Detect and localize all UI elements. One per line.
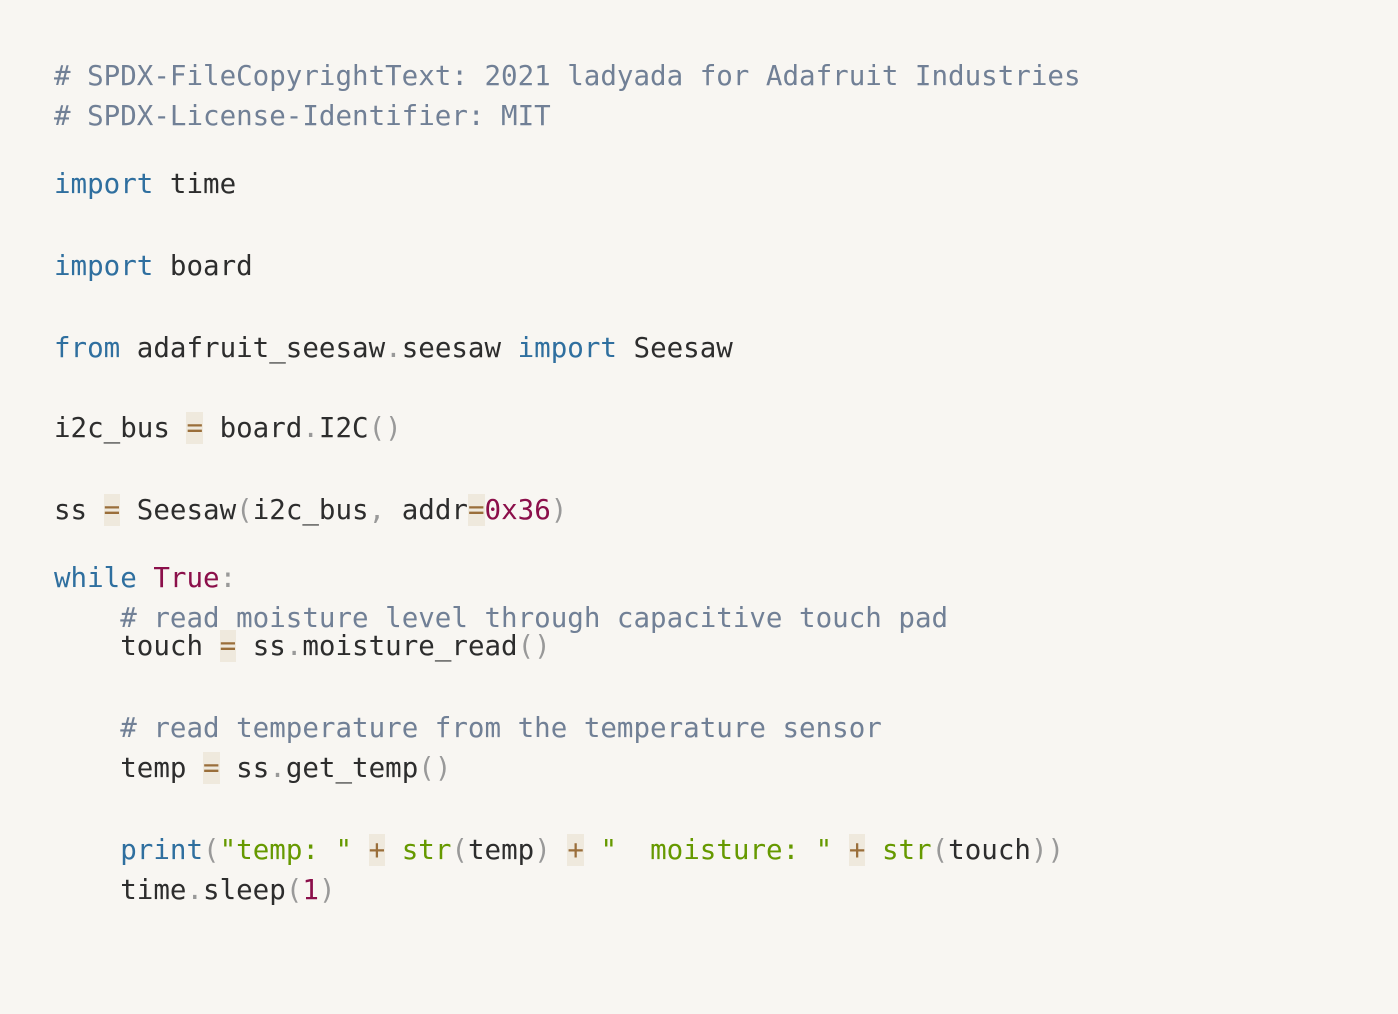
code-line-blank: ​ [54,448,1374,490]
code-token-punct: . [269,752,286,784]
code-token-text [584,834,601,866]
code-token-keyword: import [54,250,154,282]
code-token-op: = [203,752,220,784]
code-token-punct: . [302,412,319,444]
code-line-blank: ​ [54,286,1374,328]
code-line: temp = ss.get_temp() [54,748,1374,790]
code-token-keyword: print [120,834,204,866]
code-token-text: moisture_read [302,630,518,662]
code-token-punct: . [186,874,204,906]
code-token-const: True [153,562,220,594]
code-token-text: board [153,250,253,282]
code-line: touch = ss.moisture_read() [54,626,1374,666]
code-token-text: addr [385,494,468,526]
code-line-blank: ​ [54,666,1374,708]
code-token-text: temp [467,834,535,866]
code-block[interactable]: # SPDX-FileCopyrightText: 2021 ladyada f… [54,56,1374,910]
code-token-punct: ) [534,834,551,866]
code-token-text: i2c_bus [252,494,369,526]
code-token-keyword: import [517,332,617,364]
code-token-punct: )) [1030,834,1065,866]
code-token-punct: . [285,630,303,662]
code-token-op: + [368,834,386,866]
code-token-punct: ) [318,874,336,906]
code-token-text: sleep [203,874,286,906]
code-token-text: board [203,412,303,444]
code-token-text [832,834,849,866]
code-line: from adafruit_seesaw.seesaw import Seesa… [54,328,1374,368]
code-token-text [352,834,369,866]
code-token-keyword: from [54,332,121,364]
code-token-text: ss [54,494,104,526]
code-token-text: touch [54,630,220,662]
code-line: # read moisture level through capacitive… [54,598,1374,634]
code-line: i2c_bus = board.I2C() [54,408,1374,448]
code-line: import time [54,164,1374,204]
code-token-punct: () [418,752,452,784]
code-token-op: + [567,834,584,866]
code-token-number: 0x36 [484,494,551,526]
code-token-string: "temp: " [219,834,353,866]
code-token-op: + [848,834,866,866]
code-token-comment: # SPDX-FileCopyrightText: 2021 ladyada f… [54,60,1081,92]
code-token-string: " moisture: " [600,834,833,866]
code-token-text [137,562,154,594]
code-line: print("temp: " + str(temp) + " moisture:… [54,830,1374,870]
code-token-builtin: str [401,834,452,866]
code-token-punct: ( [931,834,949,866]
code-line-blank: ​ [54,530,1374,558]
code-token-punct: () [368,412,402,444]
code-token-text: Seesaw [616,332,733,364]
code-token-punct: ) [550,494,568,526]
code-line: # SPDX-License-Identifier: MIT [54,96,1374,136]
code-token-text: I2C [318,412,369,444]
code-line: import board [54,246,1374,286]
code-token-keyword: while [54,562,137,594]
code-token-punct: () [517,630,551,662]
code-token-comment: # SPDX-License-Identifier: MIT [54,100,551,132]
code-line-blank: ​ [54,204,1374,246]
code-token-op: = [467,494,485,526]
code-token-text [385,834,402,866]
code-token-op: = [186,412,204,444]
code-token-keyword: import [54,168,154,200]
code-line: while True: [54,558,1374,598]
code-token-comment: # read moisture level through capacitive… [120,602,949,634]
code-token-text [865,834,882,866]
code-token-text: seesaw [401,332,518,364]
code-token-text: Seesaw [120,494,237,526]
code-token-punct: ( [203,834,220,866]
code-line: time.sleep(1) [54,870,1374,910]
code-token-punct: ( [451,834,468,866]
code-token-text: touch [948,834,1031,866]
code-token-text: ss [219,752,270,784]
code-token-punct: , [368,494,386,526]
code-token-punct: : [219,562,237,594]
code-token-text [551,834,568,866]
code-token-number: 1 [302,874,319,906]
code-line-blank: ​ [54,368,1374,408]
code-line: # read temperature from the temperature … [54,708,1374,748]
code-token-text [54,712,120,744]
code-line: ss = Seesaw(i2c_bus, addr=0x36) [54,490,1374,530]
code-token-text: temp [54,752,204,784]
code-token-text: time [54,874,187,906]
code-token-punct: . [385,332,402,364]
code-token-text: adafruit_seesaw [120,332,386,364]
code-token-builtin: str [881,834,932,866]
code-token-punct: ( [285,874,303,906]
code-token-op: = [219,630,237,662]
code-token-text: get_temp [285,752,419,784]
code-line-blank: ​ [54,790,1374,830]
code-line-blank: ​ [54,136,1374,164]
code-token-text: ss [236,630,286,662]
code-token-op: = [103,494,121,526]
code-token-text: i2c_bus [54,412,187,444]
code-token-text [54,834,120,866]
code-token-text: time [153,168,237,200]
code-token-punct: ( [236,494,253,526]
code-token-comment: # read temperature from the temperature … [120,712,882,744]
code-line: # SPDX-FileCopyrightText: 2021 ladyada f… [54,56,1374,96]
